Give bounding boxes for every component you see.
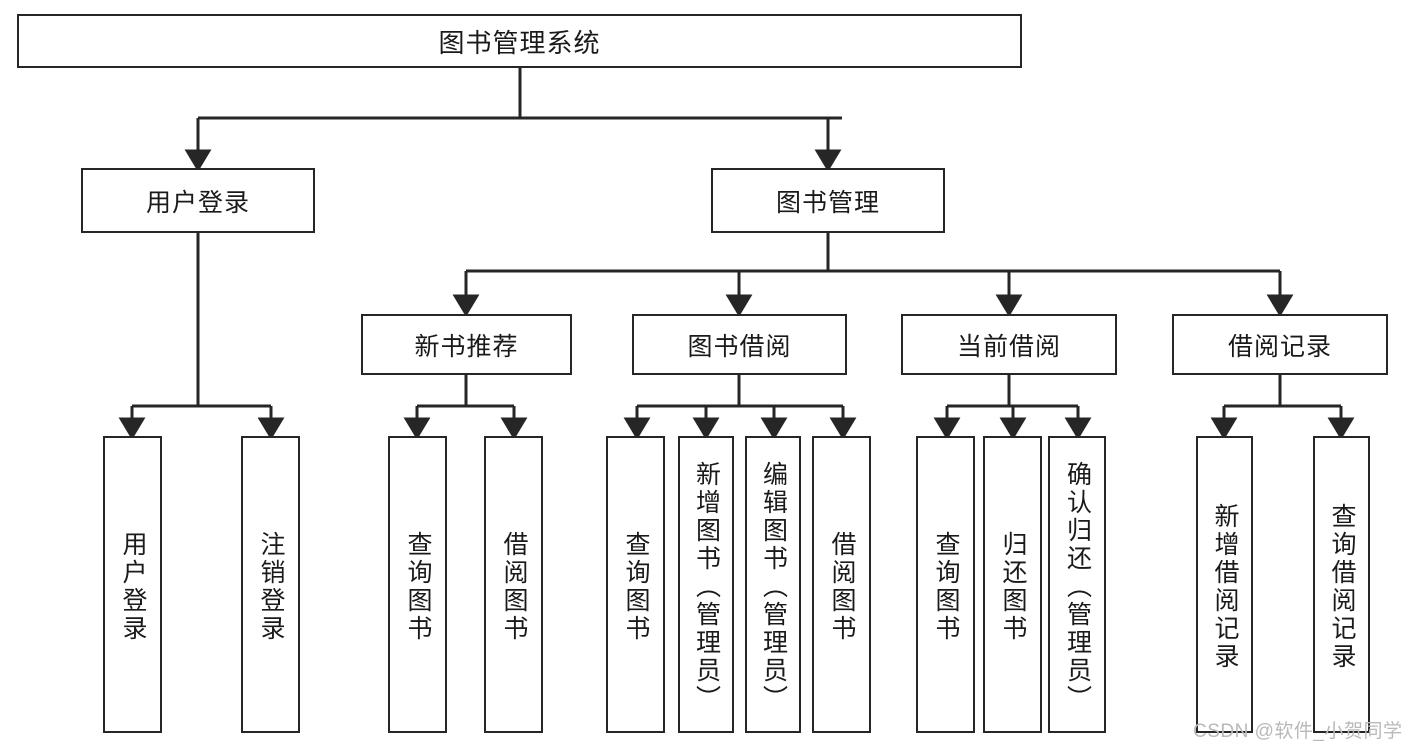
node-label: 用户登录 [145, 188, 250, 217]
node-label: 查询图书 [932, 530, 960, 643]
leaf-current-borrow-return[interactable]: 归还图书 [983, 436, 1042, 733]
leaf-user-login-logout[interactable]: 注销登录 [241, 436, 300, 733]
node-label: 查询图书 [622, 530, 650, 643]
leaf-book-borrow-borrow[interactable]: 借阅图书 [812, 436, 871, 733]
node-label: 借阅图书 [828, 530, 856, 643]
leaf-current-borrow-confirm-return[interactable]: 确认归还（管理员） [1048, 436, 1106, 733]
node-label: 注销登录 [257, 530, 285, 643]
leaf-new-book-query[interactable]: 查询图书 [388, 436, 447, 733]
leaf-borrow-record-add[interactable]: 新增借阅记录 [1196, 436, 1253, 733]
node-label: 查询借阅记录 [1328, 502, 1356, 671]
node-label: 归还图书 [999, 530, 1027, 643]
node-user-login[interactable]: 用户登录 [81, 168, 315, 233]
node-label: 图书借阅 [687, 332, 792, 361]
node-root-book-management-system[interactable]: 图书管理系统 [17, 14, 1022, 68]
leaf-book-borrow-edit[interactable]: 编辑图书（管理员） [745, 436, 801, 733]
leaf-book-borrow-add[interactable]: 新增图书（管理员） [678, 436, 734, 733]
node-borrow-record[interactable]: 借阅记录 [1172, 314, 1388, 375]
node-label: 图书管理 [775, 188, 880, 217]
leaf-book-borrow-query[interactable]: 查询图书 [606, 436, 665, 733]
node-label: 当前借阅 [956, 332, 1061, 361]
leaf-new-book-borrow[interactable]: 借阅图书 [484, 436, 543, 733]
node-label: 新书推荐 [414, 332, 519, 361]
node-new-book-recommend[interactable]: 新书推荐 [361, 314, 572, 375]
node-label: 用户登录 [119, 530, 147, 643]
csdn-watermark: CSDN @软件_小贺同学 [1193, 721, 1403, 742]
leaf-borrow-record-query[interactable]: 查询借阅记录 [1313, 436, 1370, 733]
node-label: 新增借阅记录 [1211, 502, 1239, 671]
node-label: 查询图书 [404, 530, 432, 643]
node-label: 借阅图书 [500, 530, 528, 643]
node-label: 确认归还（管理员） [1063, 460, 1092, 713]
leaf-user-login-login[interactable]: 用户登录 [103, 436, 162, 733]
node-current-borrow[interactable]: 当前借阅 [901, 314, 1117, 375]
node-label: 新增图书（管理员） [692, 460, 721, 713]
node-book-borrow[interactable]: 图书借阅 [632, 314, 847, 375]
node-book-management[interactable]: 图书管理 [711, 168, 945, 233]
node-label: 借阅记录 [1227, 332, 1332, 361]
node-label: 图书管理系统 [438, 27, 601, 58]
node-label: 编辑图书（管理员） [759, 460, 788, 713]
leaf-current-borrow-query[interactable]: 查询图书 [916, 436, 975, 733]
